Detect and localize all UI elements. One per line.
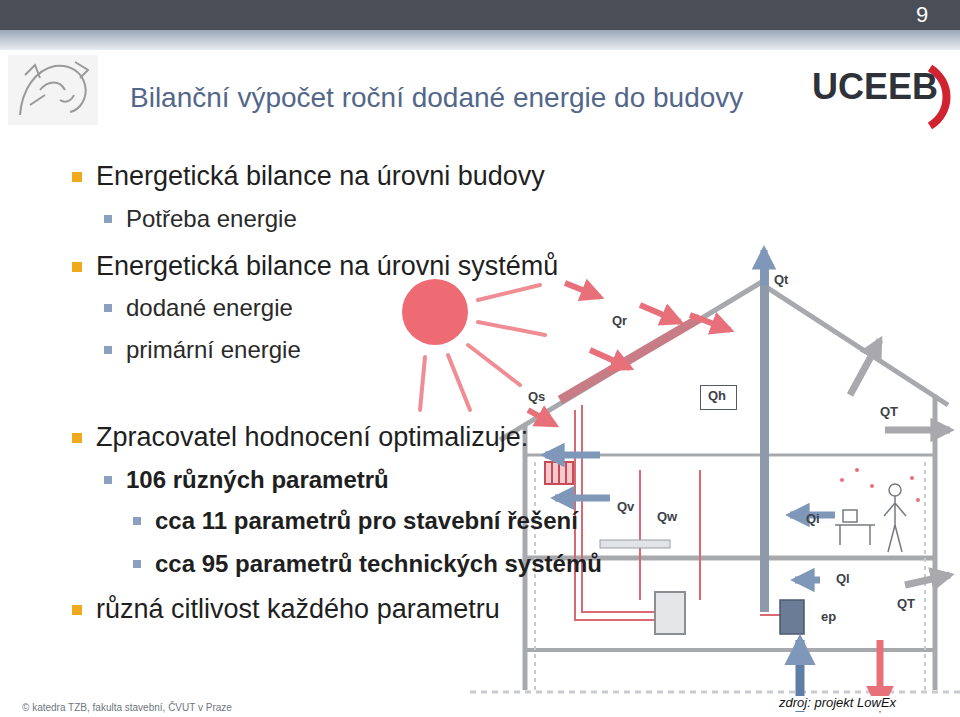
arrow <box>761 250 768 285</box>
flow-symbol: Qv <box>617 500 634 515</box>
bullet-text: Energetická bilance na úrovni systémů <box>96 251 558 282</box>
solar-collector <box>560 318 700 400</box>
bullet-text: cca 95 parametrů technických systémů <box>155 550 602 578</box>
bullet-text: dodané energie <box>126 294 293 322</box>
flow-symbol: Qw <box>657 510 677 525</box>
bullet-text: Zpracovatel hodnocení optimalizuje: <box>96 422 528 453</box>
bullet-marker <box>104 346 112 354</box>
internal-gain-marks <box>840 468 920 502</box>
boiler <box>655 592 685 634</box>
bullet-marker <box>104 304 112 312</box>
bullet-marker <box>133 560 141 568</box>
bullet-text: Potřeba energie <box>126 205 297 233</box>
heat-loss-arrows <box>545 340 950 712</box>
heating-pipes <box>575 405 800 620</box>
header-bar <box>0 0 960 30</box>
flow-symbol: Qh <box>708 389 729 404</box>
slide-title: Bilanční výpočet roční dodané energie do… <box>130 82 743 114</box>
page-number: 9 <box>916 2 928 27</box>
bullet-text: primární energie <box>126 336 301 364</box>
bullet-marker <box>72 605 82 615</box>
house <box>470 283 960 692</box>
flow-symbol: Qr <box>612 314 627 329</box>
bullet-text: cca 11 parametrů pro stavební řešení <box>155 507 578 535</box>
bullet-text: 106 různých parametrů <box>126 466 389 494</box>
radiator <box>545 462 573 484</box>
bullet-text: Energetická bilance na úrovni budovy <box>96 161 545 192</box>
vent-pipe <box>760 262 769 612</box>
header-band <box>0 30 960 50</box>
bullet-marker <box>133 517 141 525</box>
floor-heating <box>600 540 670 548</box>
symbol-box: Qh <box>700 385 737 410</box>
university-logo <box>8 55 98 125</box>
source-note: zdroj: projekt LowEx <box>776 696 899 711</box>
bullet-text: různá citlivost každého parametru <box>96 594 500 625</box>
flow-symbol: ep <box>821 610 836 625</box>
flow-symbol: QT <box>897 597 915 612</box>
bullet-marker <box>104 476 112 484</box>
flow-symbol: Qs <box>528 390 545 405</box>
logo-text: UCEEB <box>812 66 938 107</box>
flow-symbol: Ql <box>836 572 850 587</box>
flow-symbol: QT <box>880 405 898 420</box>
bullet-marker <box>72 262 82 272</box>
flow-symbol: Qt <box>774 273 788 288</box>
flow-symbol: Qi <box>806 512 820 527</box>
heat-pump <box>780 600 804 634</box>
bullet-marker <box>72 433 82 443</box>
bullet-marker <box>72 172 82 182</box>
sun <box>402 279 545 410</box>
occupant <box>835 484 906 552</box>
bullet-marker <box>104 215 112 223</box>
footer-text: © katedra TZB, fakulta stavební, ČVUT v … <box>22 702 232 714</box>
